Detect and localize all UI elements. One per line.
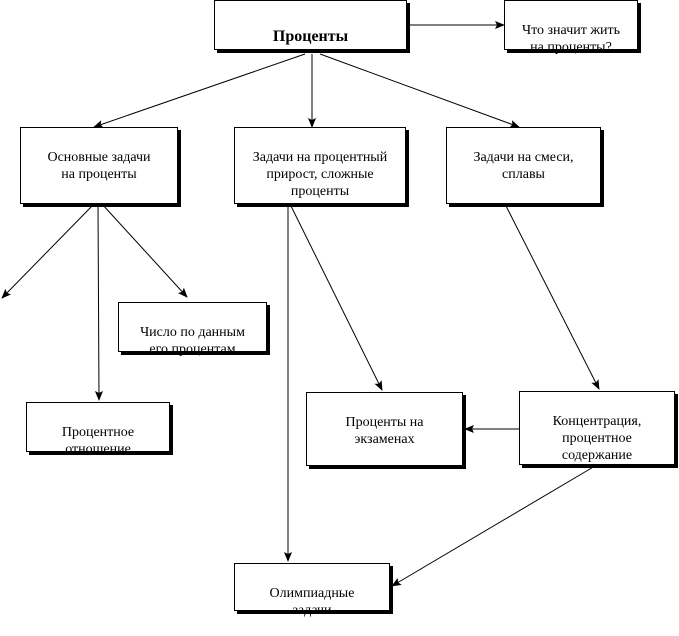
growth-tasks-node-box: Задачи на процентный прирост, сложные пр…: [234, 127, 406, 204]
exams-node-box: Проценты на экзаменах: [306, 392, 463, 466]
arrow-basic-to-by-percent: [101, 203, 188, 298]
olympiad-node-label: Олимпиадные задачи: [269, 586, 355, 618]
arrow-concentration-to-olympiad: [391, 465, 596, 587]
connector-layer: [1, 21, 600, 587]
by-percent-node-box: Число по данным его процентам: [118, 302, 267, 357]
root-node-box: Проценты: [214, 0, 407, 50]
arrow-root-to-basic: [93, 53, 306, 128]
concept-diagram: Проценты Что значит жить на проценты? Ос…: [1, 0, 675, 618]
basic-tasks-node-label: Основные задачи на проценты: [47, 150, 151, 182]
arrow-mixtures-to-concentration: [504, 203, 600, 390]
concentration-node-label: Концентрация, процентное содержание: [552, 414, 642, 463]
by-percent-node-label: Число по данным его процентам: [140, 325, 245, 357]
root-node-label: Проценты: [272, 28, 349, 45]
olympiad-node-box: Олимпиадные задачи: [234, 563, 390, 618]
basic-tasks-node-box: Основные задачи на проценты: [20, 127, 178, 204]
ratio-node-box: Процентное отношение: [26, 402, 170, 457]
exams-node-label: Проценты на экзаменах: [345, 415, 424, 447]
what-means-node-label: Что значит жить на проценты?: [521, 23, 621, 55]
what-means-node-box: Что значит жить на проценты?: [504, 0, 638, 55]
growth-tasks-node-label: Задачи на процентный прирост, сложные пр…: [252, 150, 388, 199]
mixtures-node-box: Задачи на смеси, сплавы: [446, 127, 601, 204]
arrow-basic-to-ratio: [94, 203, 103, 401]
concentration-node-box: Концентрация, процентное содержание: [519, 391, 675, 465]
arrow-root-to-mixtures: [319, 53, 520, 128]
arrow-basic-offscreen: [1, 203, 95, 299]
ratio-node-label: Процентное отношение: [61, 425, 135, 457]
mixtures-node-label: Задачи на смеси, сплавы: [473, 150, 574, 182]
arrow-growth-to-exams: [289, 203, 383, 391]
